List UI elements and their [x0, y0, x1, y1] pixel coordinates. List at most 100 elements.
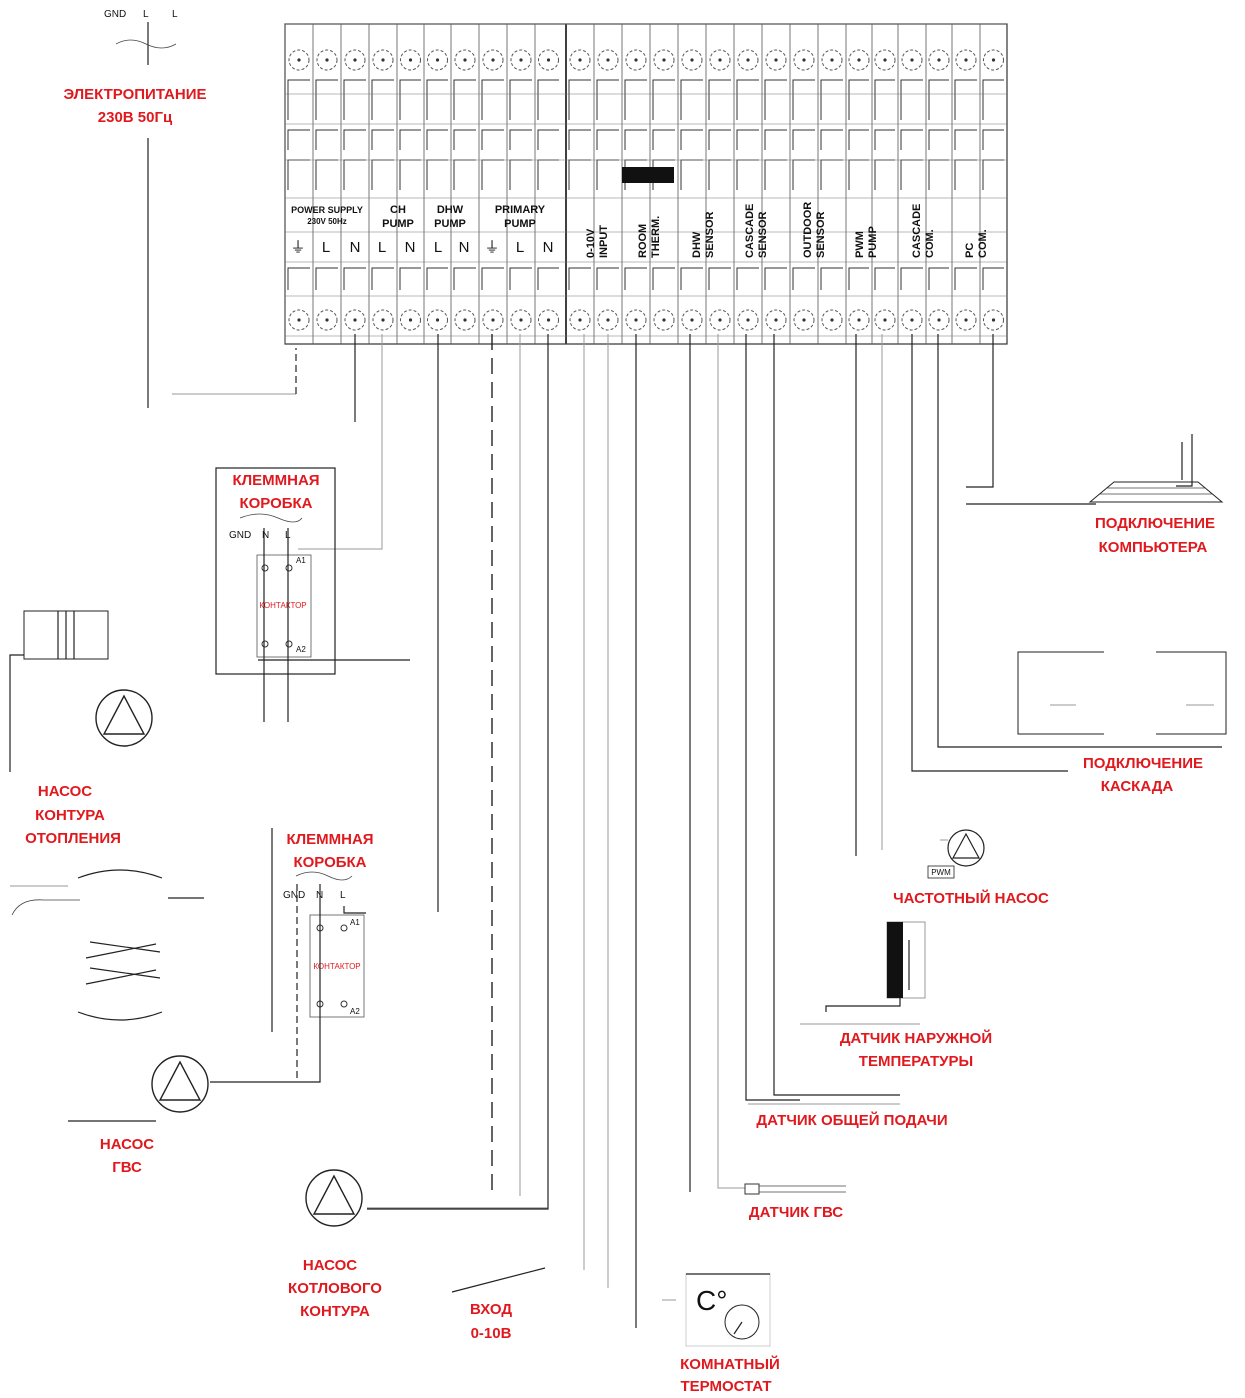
terminal-clamp [426, 267, 448, 290]
terminal-screw-bottom [288, 309, 310, 331]
terminal-clamp [736, 79, 759, 120]
pwm-tag: PWM [931, 868, 951, 877]
terminal-screw-bottom-dot [718, 318, 722, 322]
terminal-screw-top-dot [690, 58, 694, 62]
terminal-clamp [708, 159, 731, 190]
terminal-clamp [509, 159, 532, 190]
terminal-clamp [509, 79, 532, 120]
terminal-clamp [928, 159, 949, 190]
contactor-2-a1: A1 [350, 918, 360, 927]
dhw-pump-triangle [158, 1060, 202, 1101]
ch-pump-group: НАСОС КОНТУРА ОТОПЛЕНИЯ [9, 610, 153, 847]
contactor-2-label: КОНТАКТОР [313, 962, 360, 971]
terminal-screw-bottom-dot [830, 318, 834, 322]
terminal-screw-top [955, 49, 977, 71]
terminal-screw-bottom [625, 309, 647, 331]
terminal-screw-bottom [372, 309, 394, 331]
terminal-clamp [764, 79, 787, 120]
terminal-screw-top-dot [718, 58, 722, 62]
terminal-clamp [399, 267, 421, 290]
terminal-screw-top-dot [802, 58, 806, 62]
boiler-pump-group: НАСОС КОТЛОВОГО КОНТУРА [288, 1169, 548, 1320]
terminal-clamp [596, 79, 619, 120]
term-l-1: L [322, 239, 330, 256]
terminal-screw-bottom [316, 309, 338, 331]
terminal-screw-top [848, 49, 870, 71]
contactor-2-terminal-b [340, 924, 348, 932]
terminal-screw-bottom-dot [802, 318, 806, 322]
terminal-clamp [537, 79, 559, 120]
contactor-2-a2: A2 [350, 1007, 360, 1016]
terminal-screw-top [625, 49, 647, 71]
terminal-screw-bottom [510, 309, 532, 331]
dhw-pump-icon [151, 1055, 209, 1113]
terminal-screw-top [538, 49, 559, 71]
terminal-clamp [982, 129, 1004, 150]
terminal-screw-top-dot [857, 58, 861, 62]
ch-pump-label-2: КОНТУРА [35, 807, 105, 824]
terminal-screw-top [400, 49, 421, 71]
terminal-screw-top-dot [297, 58, 301, 62]
input-group: ВХОД 0-10В [451, 1267, 546, 1342]
terminal-clamp [736, 159, 759, 190]
cascade-label-1: ПОДКЛЮЧЕНИЕ [1083, 755, 1203, 772]
terminal-clamp [874, 159, 895, 190]
junction-box-2-title-2: КОРОБКА [293, 854, 366, 871]
junction-box-1: КЛЕММНАЯ КОРОБКА GND N L A1 A2 КОНТАКТОР [215, 467, 410, 722]
terminal-clamp [343, 159, 366, 190]
terminal-screw-top-dot [662, 58, 666, 62]
terminal-clamp [652, 267, 675, 290]
terminal-clamp [568, 159, 591, 190]
contactor-1-terminal-a [261, 564, 269, 572]
power-label-1: ЭЛЕКТРОПИТАНИЕ [63, 86, 206, 103]
terminal-screw-top [821, 49, 843, 71]
terminal-screw-top-dot [381, 58, 385, 62]
wire-primary-n [367, 334, 549, 1210]
outdoor-sensor-wire [825, 998, 901, 1012]
pwm-tag-box [927, 865, 955, 879]
wire-pc-com [966, 334, 994, 488]
terminal-screw-bottom-dot [325, 318, 329, 322]
terminal-clamp [900, 159, 923, 190]
hdr-cascade-sensor-2: SENSOR [757, 211, 769, 258]
terminal-clamp [287, 79, 310, 120]
terminal-screw-bottom [454, 309, 476, 331]
terminal-clamp [453, 79, 476, 120]
terminal-screw-bottom-dot [463, 318, 467, 322]
hdr-input-1: 0-10V [585, 228, 597, 258]
terminal-clamp [568, 79, 591, 120]
contactor-1-a1: A1 [296, 556, 306, 565]
terminal-clamp [982, 267, 1004, 290]
terminal-clamp [820, 267, 843, 290]
terminal-clamp [481, 79, 504, 120]
cascade-group: ПОДКЛЮЧЕНИЕ КАСКАДА [1017, 648, 1227, 795]
terminal-clamp [680, 267, 703, 290]
terminal-clamp [315, 129, 338, 150]
contactor-2-terminal-d [340, 1000, 348, 1008]
terminal-screw-bottom-dot [546, 318, 551, 322]
terminal-clamp [736, 267, 759, 290]
term-n-1: N [350, 239, 361, 256]
terminal-screw-top [874, 49, 896, 71]
hdr-cascade-com-1: CASCADE [911, 204, 923, 258]
input-label-2: 0-10В [471, 1325, 512, 1342]
terminal-clamp [708, 79, 731, 120]
junction-box-2-gnd: GND [283, 890, 305, 901]
terminal-clamp [509, 129, 532, 150]
terminal-clamp [596, 129, 619, 150]
terminal-screw-bottom-dot [964, 318, 968, 322]
terminal-screw-bottom-dot [519, 318, 523, 322]
terminal-screw-bottom-dot [690, 318, 694, 322]
terminal-screw-top-dot [910, 58, 914, 62]
terminal-clamp [399, 79, 421, 120]
power-gnd-label: GND [104, 9, 126, 20]
terminal-clamp [481, 159, 504, 190]
terminal-screw-top-dot [634, 58, 638, 62]
outdoor-sensor-dark-side [887, 922, 903, 998]
terminal-clamp [848, 79, 869, 120]
junction-box-2-cable [295, 871, 353, 881]
terminal-screw-top [983, 49, 1004, 71]
dhw-tank-group: КЛЕММНАЯ КОРОБКА GND N L A1 A2 КОНТАКТОР… [10, 828, 374, 1176]
terminal-clamp [982, 159, 1004, 190]
terminal-clamp [792, 129, 815, 150]
